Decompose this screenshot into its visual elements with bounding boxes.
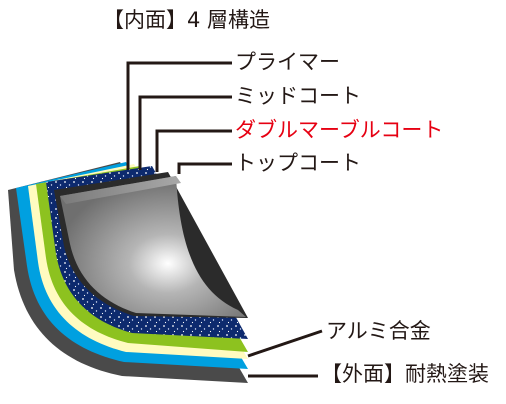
leader-double-marble <box>155 129 232 172</box>
pan-surface <box>60 176 246 317</box>
leader-mid-coat <box>138 95 232 170</box>
label-top-coat: トップコート <box>235 151 361 175</box>
leader-primer <box>126 61 232 170</box>
label-aluminum: アルミ合金 <box>326 319 431 343</box>
pan-lip <box>60 176 181 204</box>
label-primer: プライマー <box>235 50 340 74</box>
inner-structure-title: 【内面】4 層構造 <box>103 8 271 32</box>
label-mid-coat: ミッドコート <box>235 84 361 108</box>
label-outer-coat: 【外面】耐熱塗装 <box>321 362 489 386</box>
label-double-marble-coat: ダブルマーブルコート <box>235 118 444 142</box>
leader-top-coat <box>177 162 232 174</box>
leader-aluminum <box>247 329 323 358</box>
